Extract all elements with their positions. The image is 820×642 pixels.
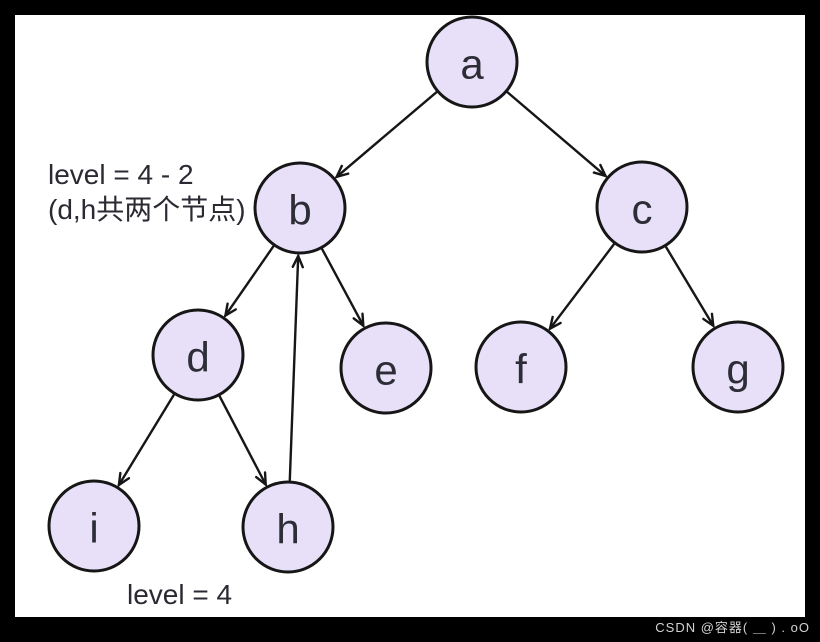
tree-node-f bbox=[474, 320, 568, 414]
tree-edge-c-g bbox=[665, 246, 713, 325]
tree-node-e bbox=[339, 321, 433, 415]
tree-node-label-f: f bbox=[515, 346, 527, 393]
tree-node-d bbox=[151, 308, 245, 402]
tree-node-b bbox=[253, 161, 347, 255]
csdn-watermark: CSDN @容器( ＿ ) . oO bbox=[655, 620, 810, 635]
tree-edge-d-h bbox=[218, 395, 266, 485]
annotation-level-4: level = 4 bbox=[127, 579, 233, 610]
tree-node-label-g: g bbox=[726, 346, 749, 393]
tree-node-a bbox=[425, 15, 519, 109]
tree-node-label-c: c bbox=[632, 186, 653, 233]
tree-edge-a-c bbox=[506, 91, 606, 176]
annotation-level-formula-line2: (d,h共两个节点) bbox=[48, 194, 246, 225]
tree-edge-b-e bbox=[321, 248, 363, 325]
tree-node-label-e: e bbox=[374, 347, 397, 394]
tree-node-label-a: a bbox=[460, 41, 484, 88]
annotation-level-formula-line1: level = 4 - 2 bbox=[48, 159, 194, 190]
tree-edge-a-b bbox=[337, 91, 438, 176]
tree-node-label-i: i bbox=[89, 505, 98, 552]
tree-node-label-h: h bbox=[276, 506, 299, 553]
tree-node-g bbox=[691, 320, 785, 414]
tree-edge-c-f bbox=[550, 243, 615, 329]
nodes-layer: a b c d e f g i h bbox=[47, 15, 785, 574]
tree-edge-d-i bbox=[119, 394, 175, 485]
tree-node-c bbox=[595, 160, 689, 254]
tree-node-h bbox=[241, 480, 335, 574]
tree-edge-h-b bbox=[288, 256, 298, 482]
annotation-level-formula: level = 4 - 2 (d,h共两个节点) bbox=[48, 157, 246, 227]
edges-layer bbox=[119, 91, 713, 485]
tree-node-label-b: b bbox=[288, 187, 311, 234]
tree-node-label-d: d bbox=[186, 334, 209, 381]
tree-edge-b-d bbox=[225, 245, 275, 316]
tree-node-i bbox=[47, 479, 141, 573]
